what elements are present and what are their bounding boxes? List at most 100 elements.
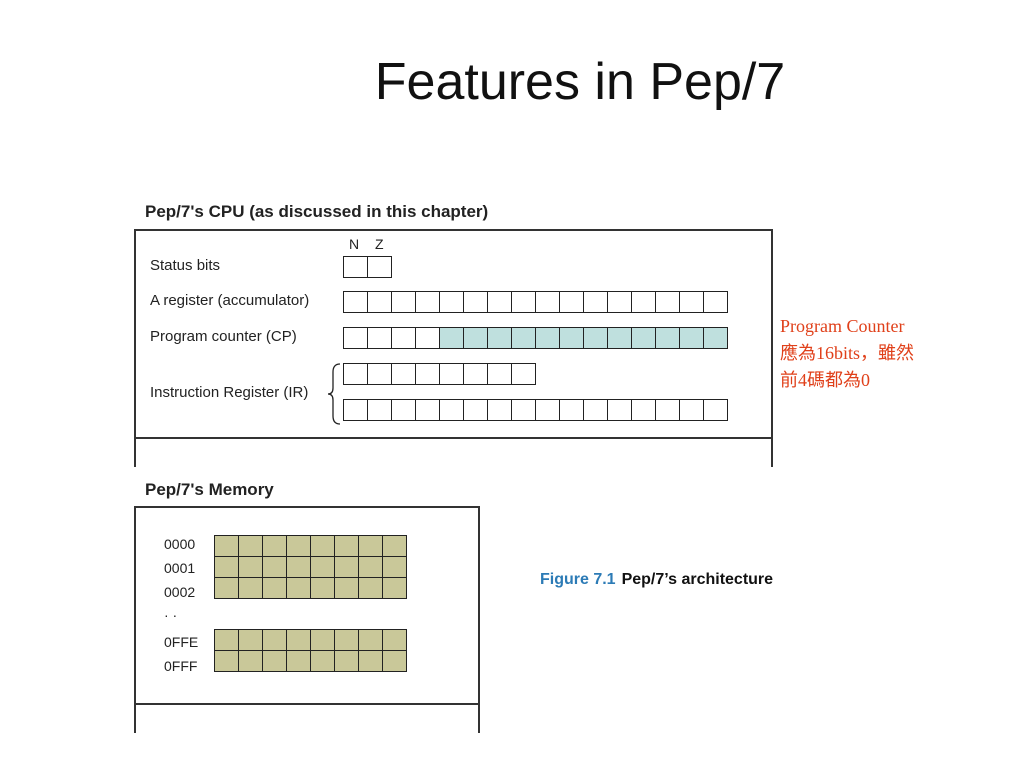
register-bit <box>439 327 464 349</box>
memory-bit <box>286 629 311 651</box>
register-bit <box>631 327 656 349</box>
memory-bit <box>286 535 311 557</box>
register-bit <box>391 399 416 421</box>
register-bit <box>679 399 704 421</box>
register-bit <box>583 327 608 349</box>
flag-n-label: N <box>349 236 360 252</box>
memory-divider <box>134 703 478 705</box>
status-bits-label: Status bits <box>150 257 221 274</box>
register-bit <box>631 399 656 421</box>
memory-cell-row <box>214 556 407 578</box>
memory-bit <box>262 556 287 578</box>
instruction-register-row-1 <box>343 363 536 385</box>
register-bit <box>655 399 680 421</box>
register-bit <box>631 291 656 313</box>
register-bit <box>463 291 488 313</box>
note-line-3: 前4碼都為0 <box>780 370 870 390</box>
memory-block-top <box>214 535 407 599</box>
slide-title: Features in Pep/7 <box>374 53 786 111</box>
instruction-register-label: Instruction Register (IR) <box>150 384 309 401</box>
register-bit <box>535 327 560 349</box>
memory-block-bottom <box>214 629 407 672</box>
register-bit <box>415 399 440 421</box>
memory-bit <box>214 629 239 651</box>
register-bit <box>439 399 464 421</box>
register-bit <box>367 327 392 349</box>
register-bit <box>535 291 560 313</box>
memory-address: 0FFE <box>164 634 199 650</box>
memory-address: 0001 <box>164 560 196 576</box>
memory-cell-row <box>214 650 407 672</box>
memory-bit <box>382 629 407 651</box>
figure-number: Figure 7.1 <box>540 571 616 588</box>
register-bit <box>679 291 704 313</box>
memory-bit <box>358 650 383 672</box>
register-bit <box>463 363 488 385</box>
register-bit <box>391 291 416 313</box>
memory-bit <box>310 650 335 672</box>
program-counter-note: Program Counter 應為16bits，雖然 前4碼都為0 <box>780 313 970 394</box>
register-bit <box>583 291 608 313</box>
register-bit <box>415 291 440 313</box>
memory-bit <box>214 535 239 557</box>
memory-bit <box>286 577 311 599</box>
memory-bit <box>334 556 359 578</box>
memory-bit <box>358 577 383 599</box>
register-bit <box>391 363 416 385</box>
memory-bit <box>214 577 239 599</box>
memory-bit <box>286 650 311 672</box>
register-bit <box>559 399 584 421</box>
register-bit <box>703 327 728 349</box>
memory-bit <box>238 535 263 557</box>
memory-address: 0000 <box>164 536 196 552</box>
memory-cell-row <box>214 535 407 557</box>
register-bit <box>343 399 368 421</box>
register-bit <box>367 256 392 278</box>
register-bit <box>367 399 392 421</box>
memory-bit <box>286 556 311 578</box>
memory-bit <box>262 629 287 651</box>
register-bit <box>655 291 680 313</box>
program-counter-label: Program counter (CP) <box>150 328 297 345</box>
status-bits-register <box>343 256 392 278</box>
register-bit <box>655 327 680 349</box>
register-bit <box>343 327 368 349</box>
register-bit <box>703 399 728 421</box>
register-bit <box>679 327 704 349</box>
register-bit <box>463 327 488 349</box>
register-bit <box>607 327 632 349</box>
note-line-2: 應為16bits，雖然 <box>780 343 915 363</box>
a-register <box>343 291 728 313</box>
memory-bit <box>358 556 383 578</box>
memory-address: 0FFF <box>164 658 198 674</box>
memory-bit <box>262 535 287 557</box>
memory-cell-row <box>214 577 407 599</box>
register-bit <box>367 291 392 313</box>
register-bit <box>439 291 464 313</box>
register-bit <box>415 363 440 385</box>
register-bit <box>511 363 536 385</box>
register-bit <box>487 291 512 313</box>
memory-bit <box>214 650 239 672</box>
register-bit <box>511 399 536 421</box>
program-counter-register <box>343 327 728 349</box>
curly-brace-icon <box>327 363 341 425</box>
memory-bit <box>238 556 263 578</box>
cpu-divider <box>134 437 771 439</box>
memory-bit <box>310 556 335 578</box>
register-bit <box>343 256 368 278</box>
memory-bit <box>382 650 407 672</box>
register-bit <box>703 291 728 313</box>
register-bit <box>367 363 392 385</box>
memory-bit <box>382 535 407 557</box>
memory-bit <box>238 577 263 599</box>
instruction-register-row-2 <box>343 399 728 421</box>
memory-bit <box>310 629 335 651</box>
memory-frame <box>134 506 480 733</box>
memory-address: 0002 <box>164 584 196 600</box>
register-bit <box>487 327 512 349</box>
memory-heading: Pep/7's Memory <box>145 480 274 499</box>
memory-bit <box>334 629 359 651</box>
register-bit <box>559 327 584 349</box>
